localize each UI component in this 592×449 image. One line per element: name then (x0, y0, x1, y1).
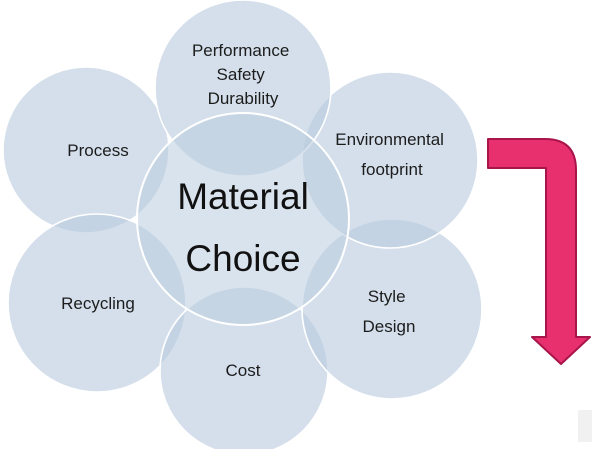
process-line-1: Process (67, 141, 128, 160)
style-label: Style Design (363, 287, 416, 336)
performance-line-2: Safety (217, 65, 266, 84)
recycling-label: Recycling (61, 294, 135, 313)
center-title-line-2: Choice (185, 238, 300, 279)
performance-line-3: Durability (208, 89, 279, 108)
center-title-line-1: Material (177, 176, 309, 217)
process-label: Process (67, 141, 128, 160)
environmental-label: Environmental footprint (335, 130, 448, 179)
cost-label: Cost (226, 361, 261, 380)
bent-down-arrow-icon (487, 138, 591, 365)
performance-label: Performance Safety Durability (192, 41, 294, 108)
style-line-1: Style (368, 287, 406, 306)
corner-panel (578, 410, 592, 442)
center-circle (136, 112, 350, 326)
environmental-line-2: footprint (361, 160, 423, 179)
performance-line-1: Performance (192, 41, 289, 60)
cost-line-1: Cost (226, 361, 261, 380)
style-line-2: Design (363, 317, 416, 336)
environmental-line-1: Environmental (335, 130, 444, 149)
recycling-line-1: Recycling (61, 294, 135, 313)
